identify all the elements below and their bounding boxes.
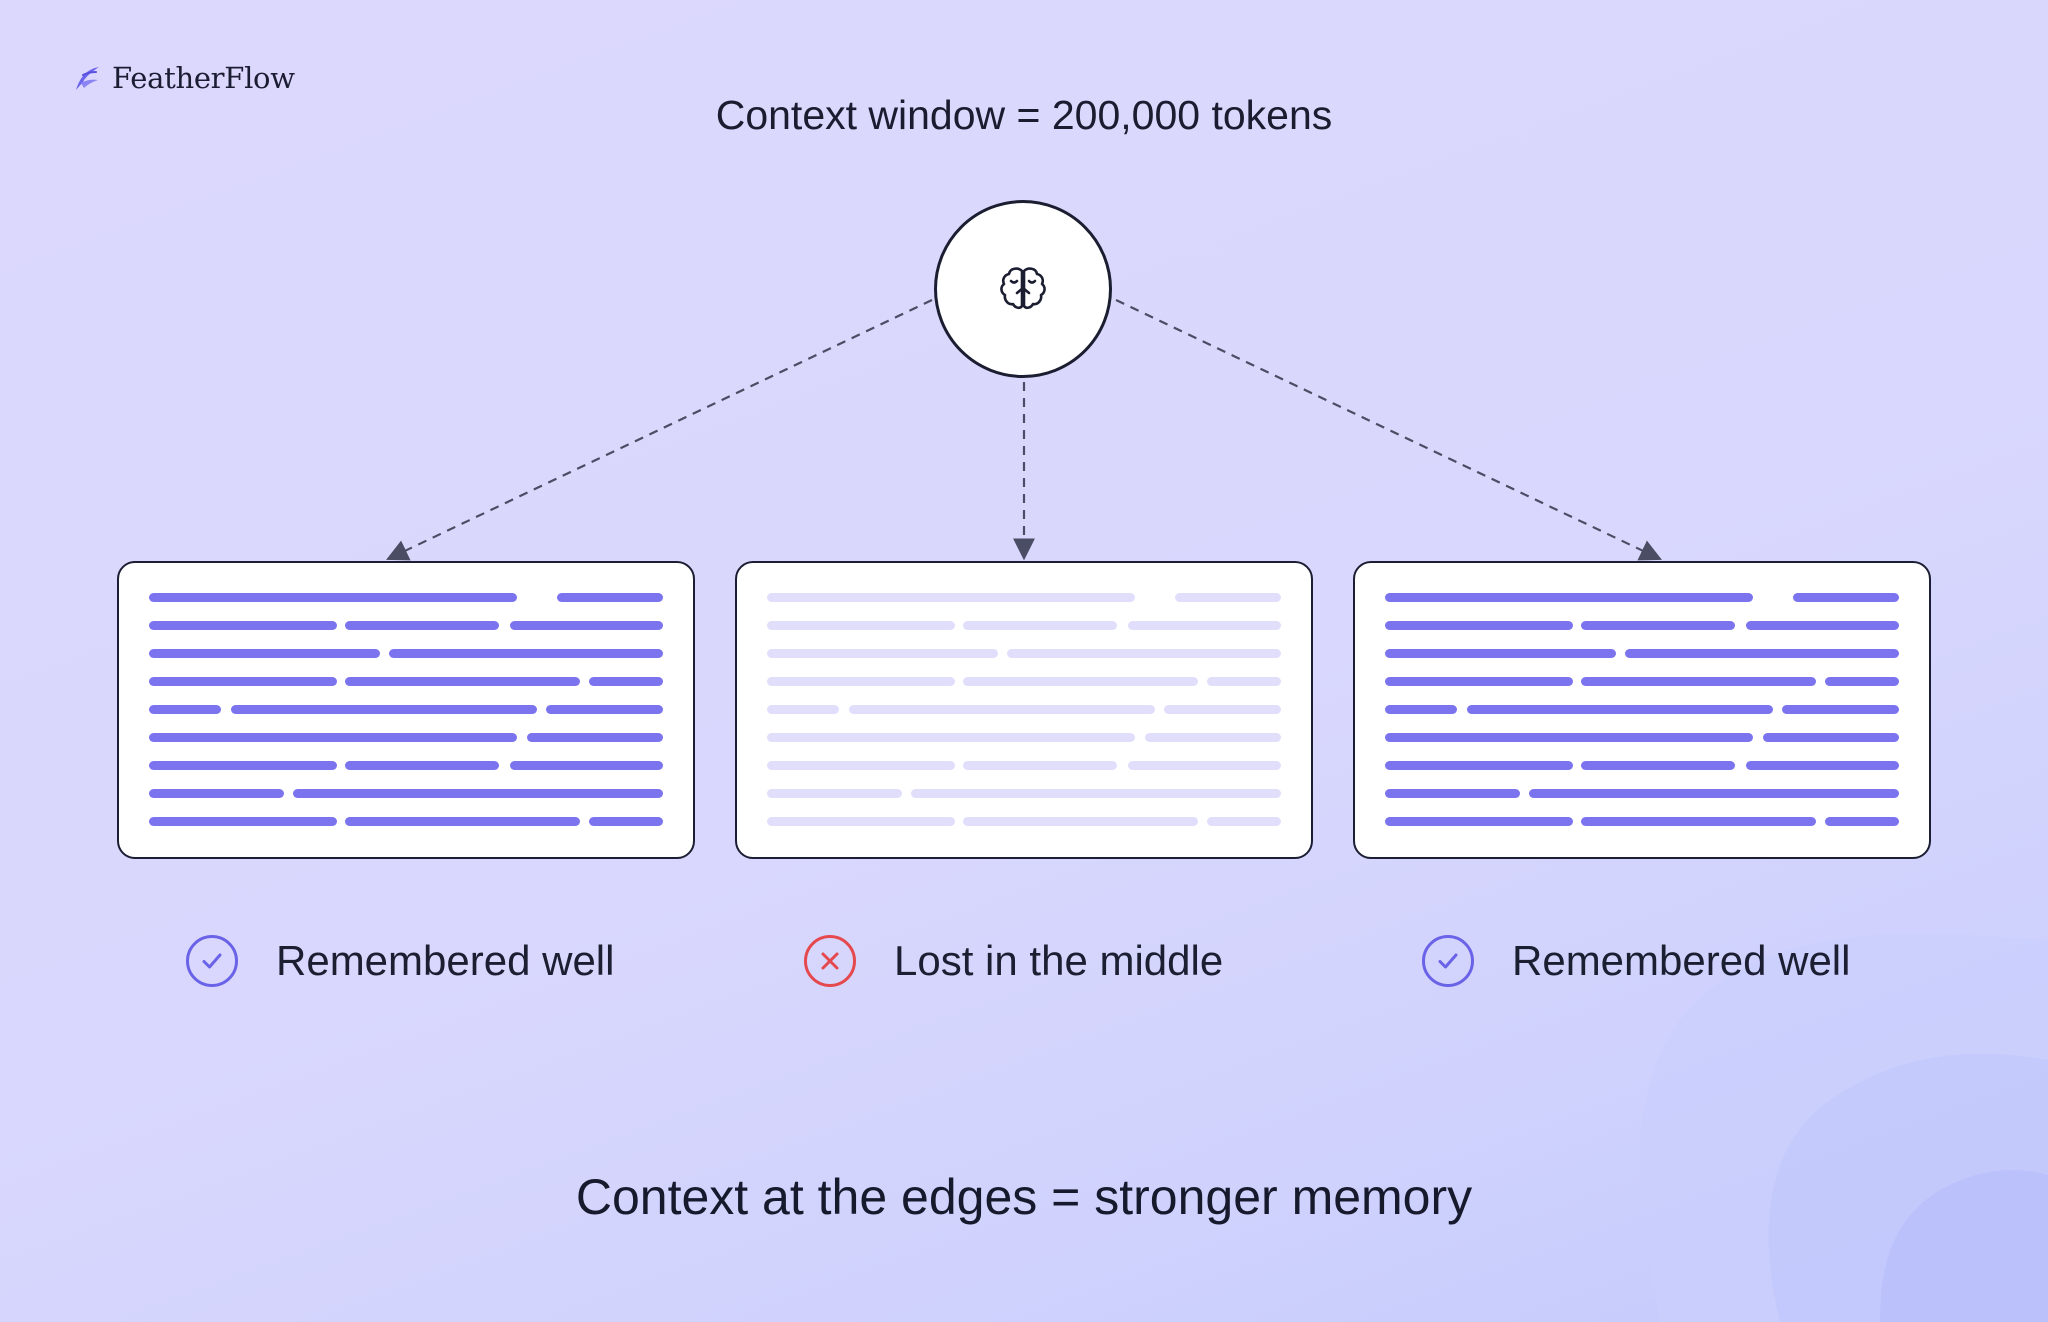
brain-icon — [1000, 267, 1046, 310]
text-line-placeholder — [767, 761, 955, 770]
text-line-placeholder — [149, 677, 337, 686]
context-card-middle — [735, 561, 1313, 859]
footer-caption: Context at the edges = stronger memory — [575, 1169, 1473, 1225]
text-line-placeholder — [767, 593, 1135, 602]
text-line-placeholder — [1625, 649, 1899, 658]
text-line-placeholder — [293, 789, 663, 798]
text-line-placeholder — [1763, 733, 1899, 742]
text-line-placeholder — [149, 705, 221, 714]
text-line-placeholder — [389, 649, 663, 658]
text-line-placeholder — [767, 677, 955, 686]
text-line-placeholder — [1207, 817, 1281, 826]
status-label-start: Remembered well — [276, 937, 615, 984]
text-line-placeholder — [1007, 649, 1281, 658]
text-line-placeholder — [1746, 621, 1899, 630]
text-line-placeholder — [345, 817, 580, 826]
text-line-placeholder — [149, 621, 337, 630]
text-line-placeholder — [589, 677, 663, 686]
text-line-placeholder — [149, 789, 284, 798]
text-line-placeholder — [510, 761, 663, 770]
status-label-end: Remembered well — [1512, 937, 1851, 984]
text-line-placeholder — [1581, 677, 1816, 686]
text-line-placeholder — [849, 705, 1155, 714]
context-card-end — [1353, 561, 1931, 859]
text-line-placeholder — [231, 705, 537, 714]
text-line-placeholder — [557, 593, 663, 602]
text-line-placeholder — [767, 705, 839, 714]
text-line-placeholder — [1385, 705, 1457, 714]
text-line-placeholder — [149, 817, 337, 826]
status-label-middle: Lost in the middle — [894, 937, 1224, 984]
text-line-placeholder — [963, 621, 1117, 630]
text-line-placeholder — [1467, 705, 1773, 714]
text-line-placeholder — [1175, 593, 1281, 602]
text-line-placeholder — [1385, 649, 1616, 658]
text-line-placeholder — [963, 677, 1198, 686]
text-line-placeholder — [510, 621, 663, 630]
text-line-placeholder — [767, 789, 902, 798]
text-line-placeholder — [1128, 761, 1281, 770]
text-line-placeholder — [1385, 817, 1573, 826]
text-line-placeholder — [345, 677, 580, 686]
text-line-placeholder — [149, 649, 380, 658]
status-start: Remembered well — [184, 930, 614, 992]
brand-logo: FeatherFlow — [72, 56, 295, 100]
text-line-placeholder — [1793, 593, 1899, 602]
text-line-placeholder — [1145, 733, 1281, 742]
text-line-placeholder — [1581, 761, 1735, 770]
text-line-placeholder — [1581, 621, 1735, 630]
text-line-placeholder — [767, 817, 955, 826]
connector-right — [1115, 299, 1662, 561]
text-line-placeholder — [149, 593, 517, 602]
check-circle-icon — [186, 935, 238, 987]
context-window-title: Context window = 200,000 tokens — [715, 92, 1333, 138]
text-line-placeholder — [1385, 677, 1573, 686]
text-line-placeholder — [149, 761, 337, 770]
status-end: Remembered well — [1420, 930, 1850, 992]
text-line-placeholder — [527, 733, 663, 742]
text-line-placeholder — [1825, 677, 1899, 686]
text-line-placeholder — [546, 705, 663, 714]
text-line-placeholder — [149, 733, 517, 742]
text-line-placeholder — [911, 789, 1281, 798]
text-line-placeholder — [1825, 817, 1899, 826]
text-line-placeholder — [345, 621, 499, 630]
text-line-placeholder — [1782, 705, 1899, 714]
text-line-placeholder — [1164, 705, 1281, 714]
text-line-placeholder — [1529, 789, 1899, 798]
text-line-placeholder — [767, 649, 998, 658]
text-line-placeholder — [1385, 593, 1753, 602]
text-line-placeholder — [1385, 621, 1573, 630]
text-line-placeholder — [1746, 761, 1899, 770]
text-line-placeholder — [1581, 817, 1816, 826]
text-line-placeholder — [767, 733, 1135, 742]
status-middle: Lost in the middle — [802, 930, 1223, 992]
brand-name: FeatherFlow — [112, 61, 295, 95]
brain-node — [934, 200, 1112, 378]
text-line-placeholder — [1207, 677, 1281, 686]
feather-logo-icon — [76, 67, 99, 90]
context-card-start — [117, 561, 695, 859]
x-circle-icon — [804, 935, 856, 987]
text-line-placeholder — [1128, 621, 1281, 630]
text-line-placeholder — [963, 817, 1198, 826]
check-circle-icon — [1422, 935, 1474, 987]
connector-left — [386, 299, 933, 561]
text-line-placeholder — [589, 817, 663, 826]
text-line-placeholder — [963, 761, 1117, 770]
text-line-placeholder — [1385, 733, 1753, 742]
text-line-placeholder — [1385, 789, 1520, 798]
text-line-placeholder — [767, 621, 955, 630]
text-line-placeholder — [345, 761, 499, 770]
text-line-placeholder — [1385, 761, 1573, 770]
